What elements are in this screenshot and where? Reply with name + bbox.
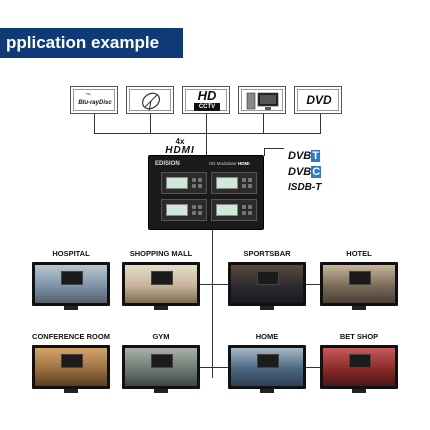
venue-screen-bet-shop bbox=[320, 345, 398, 389]
venue-screen-hospital bbox=[32, 262, 110, 306]
blu-ray-source: Blu-rayDisc bbox=[70, 86, 118, 114]
tv-in-scene bbox=[257, 354, 279, 368]
modulator-module bbox=[161, 172, 207, 194]
tv-in-scene bbox=[151, 354, 173, 368]
venue-screen-home bbox=[228, 345, 306, 389]
pc-source bbox=[238, 86, 286, 114]
venue-label: BET SHOP bbox=[339, 332, 379, 341]
connector-line bbox=[212, 230, 213, 378]
tv-in-scene bbox=[349, 354, 371, 368]
dvd-source: DVD bbox=[294, 86, 342, 114]
venue-screen-shopping-mall bbox=[122, 262, 200, 306]
venue-screen-sportsbar bbox=[228, 262, 306, 306]
satellite-source bbox=[126, 86, 174, 114]
connector-line bbox=[264, 148, 284, 149]
page-title: pplication example bbox=[0, 28, 183, 58]
connector-line bbox=[263, 114, 264, 134]
lcd-display bbox=[166, 177, 188, 189]
venue-label: CONFERENCE ROOM bbox=[32, 332, 110, 341]
cctv-label: CCTV bbox=[194, 103, 220, 111]
model-label: HD Modulator HDMI bbox=[209, 161, 250, 166]
tv-in-scene bbox=[61, 354, 83, 368]
brand-label: EDISION bbox=[155, 161, 180, 167]
hdmi-label: HDMI bbox=[165, 145, 195, 156]
connector-line bbox=[94, 133, 321, 134]
connector-line bbox=[150, 114, 151, 134]
computer-icon bbox=[246, 92, 279, 110]
modulator-module bbox=[211, 172, 257, 194]
standard-isdbt: ISDB-T bbox=[288, 182, 322, 193]
venue-label: HOME bbox=[255, 332, 279, 341]
hd-cctv-source: HD CCTV bbox=[182, 86, 230, 114]
blu-ray-icon bbox=[85, 93, 91, 95]
standard-dvbc: DVBC bbox=[288, 166, 322, 178]
connector-line bbox=[306, 284, 320, 285]
venue-screen-conference-room bbox=[32, 345, 110, 389]
tv-in-scene bbox=[61, 271, 83, 285]
connector-line bbox=[264, 148, 265, 156]
standard-dvbt: DVBT bbox=[288, 150, 320, 162]
modulator-module bbox=[161, 199, 207, 221]
dvd-label: DVD bbox=[306, 93, 332, 107]
connector-line bbox=[206, 114, 207, 155]
connector-line bbox=[306, 367, 320, 368]
lcd-display bbox=[216, 177, 238, 189]
blu-ray-label: Blu-rayDisc bbox=[78, 100, 112, 106]
venue-label: HOTEL bbox=[346, 249, 372, 258]
venue-label: SHOPPING MALL bbox=[129, 249, 193, 258]
modulator-device: EDISION HD Modulator HDMI bbox=[148, 155, 264, 230]
modulator-module bbox=[211, 199, 257, 221]
lcd-display bbox=[166, 204, 188, 216]
lcd-display bbox=[216, 204, 238, 216]
connector-line bbox=[94, 114, 95, 134]
venue-label: HOSPITAL bbox=[52, 249, 90, 258]
connector-line bbox=[320, 114, 321, 134]
venue-screen-gym bbox=[122, 345, 200, 389]
hdmi-count: 4x bbox=[175, 137, 185, 146]
venue-label: SPORTSBAR bbox=[243, 249, 291, 258]
satellite-dish-icon bbox=[142, 92, 160, 112]
tv-in-scene bbox=[349, 271, 371, 285]
venue-label: GYM bbox=[152, 332, 170, 341]
tv-in-scene bbox=[257, 271, 279, 285]
venue-screen-hotel bbox=[320, 262, 398, 306]
tv-in-scene bbox=[151, 271, 173, 285]
hd-label: HD bbox=[197, 88, 217, 103]
